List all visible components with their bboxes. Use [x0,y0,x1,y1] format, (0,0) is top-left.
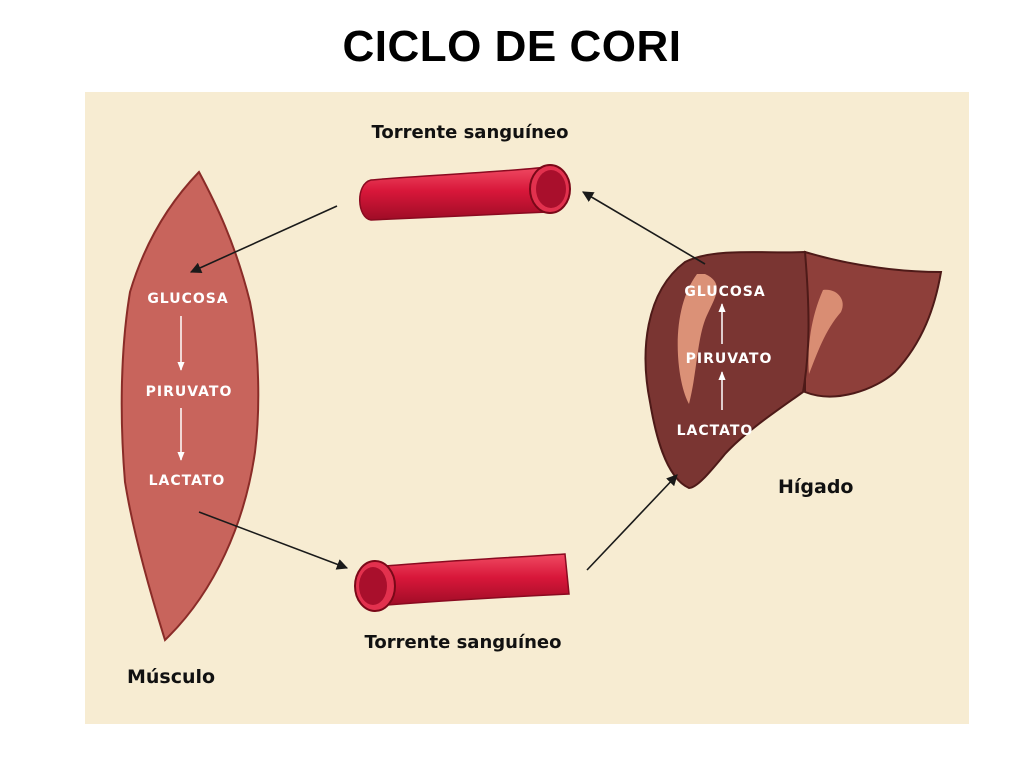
liver-glucosa-label: GLUCOSA [684,284,765,300]
muscle-glucosa-label: GLUCOSA [147,291,228,307]
muscle-shape [120,170,260,642]
blood-vessel-bottom [354,553,570,612]
slide-title: CICLO DE CORI [342,22,682,71]
arrow-blood-to-liver [586,474,678,571]
muscle-lactato-label: LACTATO [149,473,226,489]
cori-cycle-diagram: GLUCOSA PIRUVATO LACTATO Músculo Torrent… [85,92,969,724]
blood-vessel-top [359,164,571,221]
blood-top-label: Torrente sanguíneo [371,122,568,143]
liver-lactato-label: LACTATO [677,423,754,439]
liver-label: Hígado [778,476,854,498]
liver-shape [644,250,943,490]
liver-piruvato-label: PIRUVATO [686,351,773,367]
arrow-blood-to-muscle [189,205,338,273]
muscle-label: Músculo [127,666,215,688]
blood-bottom-label: Torrente sanguíneo [364,632,561,653]
muscle-piruvato-label: PIRUVATO [146,384,233,400]
arrow-liver-to-blood [582,191,706,265]
arrow-muscle-to-blood [198,511,349,570]
